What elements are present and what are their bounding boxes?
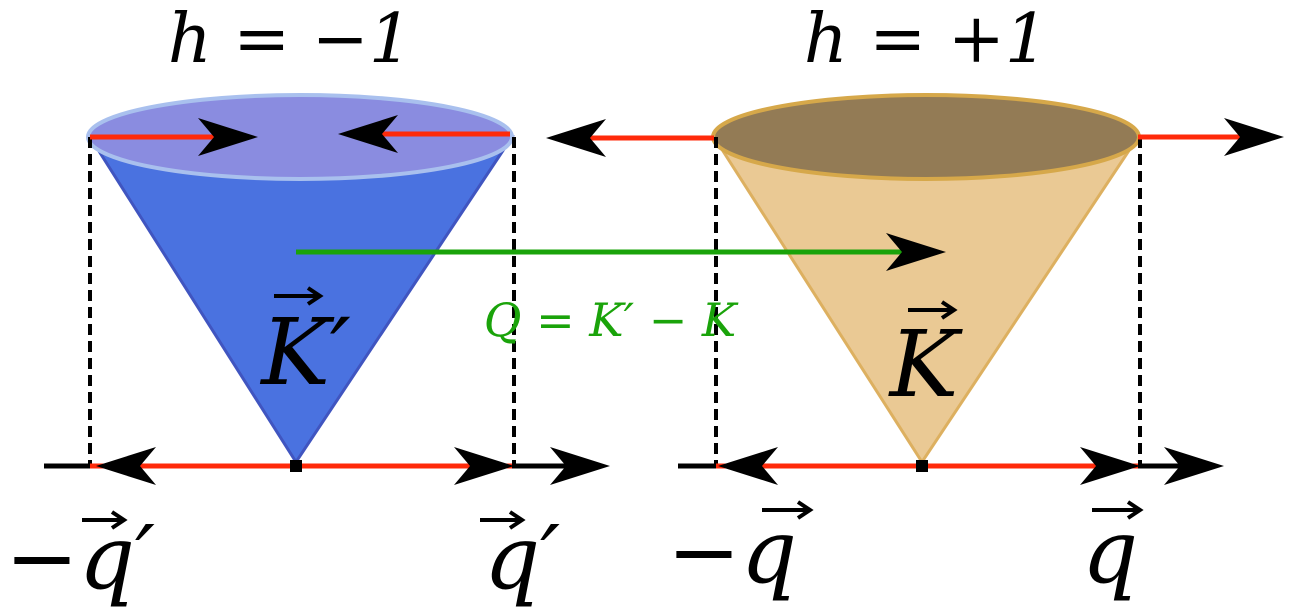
dashed-guides <box>88 137 1142 465</box>
right-valley-label: K <box>888 311 964 418</box>
left-axis-head-right <box>550 447 610 485</box>
left-axis-head-mid <box>454 447 514 485</box>
left-valley-label: K′ <box>259 299 351 406</box>
left-top-arrowhead-right <box>198 118 258 156</box>
left-axis <box>44 447 610 485</box>
right-axis-head-left <box>718 447 778 485</box>
momentum-vector-accents <box>82 500 1144 530</box>
right-axis <box>678 447 1224 485</box>
right-cone-top <box>711 93 1141 181</box>
left-top-arrowhead-left <box>338 115 398 153</box>
right-axis-head-right <box>1164 447 1224 485</box>
right-cone <box>711 93 1141 465</box>
left-helicity-label: h = −1 <box>168 0 412 79</box>
transfer-arrow <box>296 233 946 271</box>
right-helicity-label: h = +1 <box>804 0 1048 79</box>
left-cone <box>86 93 515 465</box>
left-pos-momentum-label: q′ <box>484 506 560 609</box>
right-top-arrowhead-left <box>546 119 606 157</box>
left-top-arrows <box>90 131 510 140</box>
right-pos-momentum-label: q <box>1082 500 1138 603</box>
left-neg-momentum-label: −q′ <box>5 506 155 609</box>
left-axis-head-left <box>96 447 156 485</box>
right-top-arrowhead-right <box>1224 118 1284 156</box>
right-neg-momentum-label: −q <box>667 500 797 603</box>
right-axis-head-mid <box>1080 447 1140 485</box>
transfer-label: Q = K′ − K <box>484 293 739 347</box>
valley-vector-accents <box>274 286 958 320</box>
right-top-arrows <box>580 134 1258 141</box>
